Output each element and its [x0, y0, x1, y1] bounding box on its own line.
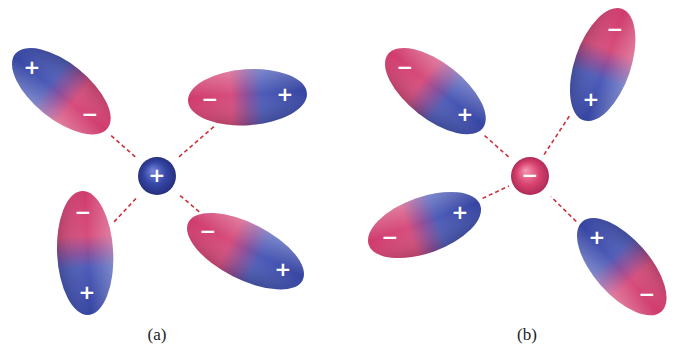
dipole-molecule: −+: [56, 190, 114, 316]
charge-sign: +: [457, 104, 474, 124]
dashed-interaction-line: [114, 197, 137, 222]
charge-sign: −: [607, 19, 624, 39]
dipole-body: [561, 203, 681, 330]
dipole-molecule: +−: [367, 191, 482, 259]
dipole-shading: [186, 66, 309, 130]
dashed-interaction-line: [551, 197, 576, 222]
dipole-shading: [0, 32, 125, 150]
dipole-shading: [557, 0, 648, 130]
charge-sign: −: [200, 221, 217, 241]
dipole-body: [186, 66, 309, 130]
charge-sign: −: [639, 284, 656, 304]
charge-sign: −: [82, 104, 99, 124]
dipole-shading: [54, 190, 116, 317]
ion-body: [138, 157, 176, 195]
dipole-body: [557, 0, 648, 130]
dashed-interaction-line: [544, 116, 570, 155]
ion-circle: −: [509, 155, 551, 197]
ion-body: [511, 157, 549, 195]
dipole-molecule: +−: [11, 47, 112, 135]
dipole-shading: [176, 197, 316, 305]
ion-circle: +: [136, 155, 178, 197]
dashed-interaction-line: [178, 127, 214, 158]
charge-sign: +: [79, 282, 96, 302]
dipole-molecule: −+: [186, 212, 305, 290]
charge-sign: +: [452, 202, 469, 222]
dipole-molecule: −+: [384, 47, 487, 135]
dipole-body: [176, 197, 316, 305]
dipole-molecule: −+: [569, 7, 636, 122]
charge-sign: +: [149, 165, 166, 185]
panel-label: (b): [517, 326, 537, 343]
charge-sign: +: [277, 84, 294, 104]
dipole-body: [54, 190, 116, 317]
dipole-body: [360, 179, 490, 272]
dipole-molecule: −+: [187, 68, 308, 126]
dashed-interaction-line: [178, 194, 199, 212]
panel-label: (a): [148, 326, 167, 343]
charge-sign: −: [202, 89, 219, 109]
charge-sign: +: [589, 227, 606, 247]
charge-sign: +: [583, 89, 600, 109]
dashed-interaction-line: [111, 136, 136, 158]
dipole-body: [0, 32, 125, 150]
charge-sign: −: [75, 202, 92, 222]
dipole-shading: [370, 32, 499, 150]
dashed-interaction-line: [485, 136, 509, 158]
charge-sign: +: [275, 259, 292, 279]
dipole-shading: [561, 203, 681, 330]
charge-sign: −: [382, 227, 399, 247]
dipole-body: [370, 32, 499, 150]
dipole-molecule: +−: [576, 217, 668, 316]
dashed-interaction-line: [483, 186, 510, 198]
charge-sign: −: [522, 165, 539, 185]
dipole-shading: [360, 179, 490, 272]
dipole-shape: [569, 7, 636, 122]
charge-sign: +: [24, 57, 41, 77]
charge-sign: −: [397, 57, 414, 77]
